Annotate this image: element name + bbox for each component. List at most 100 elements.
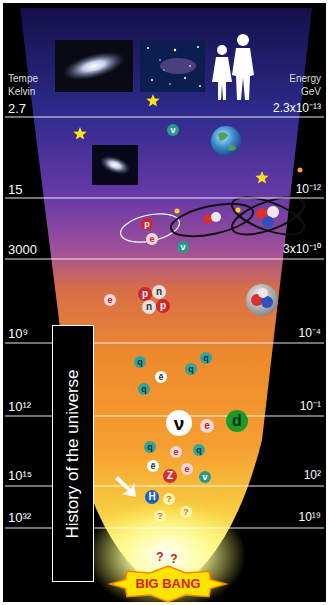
scale-label: 2.3x10⁻¹³	[273, 101, 321, 115]
particle-symbol: e	[149, 235, 154, 244]
epoch-line	[5, 259, 324, 260]
particle-symbol: e	[204, 421, 210, 431]
star-dot	[197, 46, 199, 48]
star-dot	[159, 59, 161, 61]
particle-circle: H	[145, 490, 159, 504]
particle-circle: q	[185, 363, 197, 375]
scale-label: 10¹⁹	[299, 510, 321, 524]
scale-label: 3000	[8, 242, 37, 258]
scale-label: 10⁻⁴	[298, 326, 321, 340]
particle-circle: ?	[180, 506, 192, 518]
particle-circle: e	[146, 233, 158, 245]
particle-circle: q	[193, 444, 205, 456]
title-box: History of the universe	[52, 325, 94, 582]
scale-label: Tempe	[8, 73, 38, 85]
particle-circle: q	[144, 441, 156, 453]
particle-circle: q	[134, 356, 146, 368]
particle-symbol: e	[173, 448, 178, 457]
scale-label: 10³²	[8, 510, 31, 526]
particle-symbol: ?	[166, 495, 172, 504]
particle-circle: ν	[167, 124, 179, 136]
scale-label: 15	[8, 182, 22, 198]
nucleon-ball	[262, 216, 274, 228]
epoch-line	[5, 117, 324, 118]
starfield-photo	[140, 40, 205, 92]
particle-symbol: ē	[150, 462, 155, 471]
big-bang-label: BIG BANG	[136, 576, 201, 592]
pointer-arrow	[115, 476, 136, 497]
electron-orbit	[118, 209, 182, 247]
particle-circle: q	[200, 352, 212, 364]
particle-circle: ?	[154, 510, 166, 522]
scale-label: Kelvin	[8, 86, 35, 98]
galaxy-photo	[92, 145, 138, 185]
particle-symbol: q	[141, 385, 147, 394]
galaxy-disc	[97, 152, 133, 178]
person-head	[217, 45, 227, 55]
star-dot	[147, 47, 149, 49]
scale-label: 2.7	[8, 101, 26, 117]
scale-label: 10²	[304, 468, 321, 482]
earth-land	[218, 132, 236, 151]
particle-circle: q	[138, 383, 150, 395]
particle-circle: ē	[147, 460, 159, 472]
mystery-mark: ?	[156, 550, 163, 564]
particle-symbol: ?	[183, 508, 189, 517]
galaxy-disc	[60, 46, 128, 86]
particle-symbol: e	[184, 465, 189, 474]
epoch-line	[5, 198, 324, 199]
black-panel	[3, 3, 326, 602]
particle-circle: n	[152, 285, 166, 299]
big-bang-glow	[86, 500, 246, 605]
person-head	[237, 34, 249, 46]
particle-circle: p	[138, 287, 152, 301]
star-symbol	[255, 171, 268, 184]
particle-symbol: p	[144, 220, 150, 229]
electron-dot	[236, 208, 241, 213]
vertical-title: History of the universe	[63, 369, 83, 538]
big-bang-burst	[110, 566, 226, 602]
scale-label: GeV	[301, 86, 321, 98]
particle-symbol: ν	[180, 243, 185, 252]
scale-label: 3x10⁻¹⁰	[283, 242, 321, 256]
scale-label: 10⁻¹²	[296, 182, 321, 196]
particle-symbol: q	[203, 354, 209, 363]
orange-dot	[298, 168, 303, 173]
particle-circle: n	[142, 300, 156, 314]
star-dot	[151, 79, 153, 81]
particle-circle: ν	[177, 241, 189, 253]
nebula-glow	[160, 58, 196, 74]
particle-symbol: p	[142, 289, 148, 299]
particle-circle: e	[181, 463, 193, 475]
particle-symbol: ν	[202, 473, 207, 482]
particle-symbol: H	[148, 492, 155, 502]
star-symbol	[73, 127, 86, 140]
particle-symbol: ν	[174, 414, 185, 433]
mystery-mark: ?	[170, 552, 177, 566]
galaxy-photo	[55, 40, 133, 92]
particle-circle: ē	[155, 371, 167, 383]
star-dot	[174, 49, 176, 51]
particle-symbol: n	[156, 287, 162, 297]
particle-symbol: ?	[157, 512, 163, 521]
particle-symbol: Z	[167, 471, 173, 481]
particle-circle: ν	[199, 471, 211, 483]
particle-symbol: q	[188, 365, 194, 374]
particle-symbol: n	[146, 302, 152, 312]
star-dot	[199, 85, 201, 87]
particle-symbol: d	[232, 413, 242, 429]
particle-symbol: e	[107, 296, 112, 305]
particle-circle: p	[156, 299, 170, 313]
scale-label: 10¹²	[8, 399, 31, 415]
electron-dot	[175, 209, 180, 214]
particle-symbol: q	[196, 446, 202, 455]
star-dot	[169, 83, 171, 85]
particle-circle: e	[104, 294, 116, 306]
particle-symbol: q	[137, 358, 143, 367]
particle-circle: d	[226, 410, 248, 432]
scale-label: 10⁹	[8, 326, 28, 342]
person-body	[212, 57, 232, 100]
star-dot	[184, 77, 186, 79]
